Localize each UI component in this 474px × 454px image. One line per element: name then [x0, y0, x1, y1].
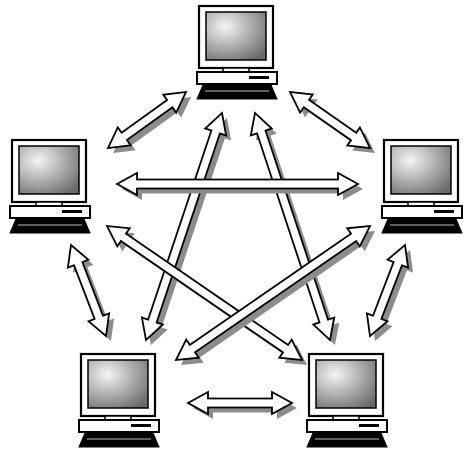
link-computer-left-to-computer-bottom-right	[105, 224, 307, 365]
monitor-screen	[205, 11, 267, 61]
double-arrow	[288, 90, 372, 150]
nodes-layer	[9, 4, 463, 448]
desktop-computer-icon	[78, 352, 160, 448]
double-arrow	[106, 90, 188, 150]
system-unit	[9, 205, 91, 219]
system-unit	[381, 205, 463, 219]
arrow-shadow	[113, 97, 191, 153]
link-computer-left-to-computer-right	[115, 171, 363, 200]
double-arrow	[140, 111, 228, 342]
desktop-computer-icon	[381, 138, 463, 234]
double-arrow	[105, 224, 304, 362]
computer-top	[196, 4, 278, 100]
computer-right	[381, 138, 463, 234]
link-computer-top-to-computer-right	[288, 90, 375, 153]
double-arrow	[66, 243, 111, 338]
keyboard	[306, 432, 388, 448]
link-computer-top-to-computer-bottom-left	[140, 111, 232, 345]
keyboard	[196, 84, 278, 100]
keyboard	[381, 218, 463, 234]
monitor-screen	[315, 359, 377, 409]
link-computer-right-to-computer-bottom-right	[365, 243, 414, 341]
link-computer-top-to-computer-bottom-right	[249, 111, 340, 345]
monitor-screen	[18, 145, 80, 195]
double-arrow	[115, 171, 360, 197]
drive-slot	[62, 210, 82, 213]
drive-slot	[434, 210, 454, 213]
desktop-computer-icon	[196, 4, 278, 100]
keyboard	[9, 218, 91, 234]
system-unit	[306, 419, 388, 433]
link-computer-top-to-computer-left	[106, 90, 191, 153]
computer-bottom-right	[306, 352, 388, 448]
system-unit	[78, 419, 160, 433]
link-computer-bottom-left-to-computer-bottom-right	[186, 390, 297, 419]
desktop-computer-icon	[9, 138, 91, 234]
monitor-screen	[87, 359, 149, 409]
link-computer-left-to-computer-bottom-left	[66, 243, 115, 341]
double-arrow	[365, 243, 410, 338]
links-layer	[66, 90, 414, 419]
computer-left	[9, 138, 91, 234]
double-arrow	[174, 224, 372, 362]
desktop-computer-icon	[306, 352, 388, 448]
double-arrow	[186, 390, 294, 416]
system-unit	[196, 71, 278, 85]
monitor-screen	[390, 145, 452, 195]
drive-slot	[359, 424, 379, 427]
keyboard	[78, 432, 160, 448]
drive-slot	[131, 424, 151, 427]
computer-bottom-left	[78, 352, 160, 448]
arrow-shadow	[181, 231, 375, 365]
double-arrow	[249, 111, 336, 342]
link-computer-right-to-computer-bottom-left	[174, 224, 375, 365]
drive-slot	[249, 76, 269, 79]
